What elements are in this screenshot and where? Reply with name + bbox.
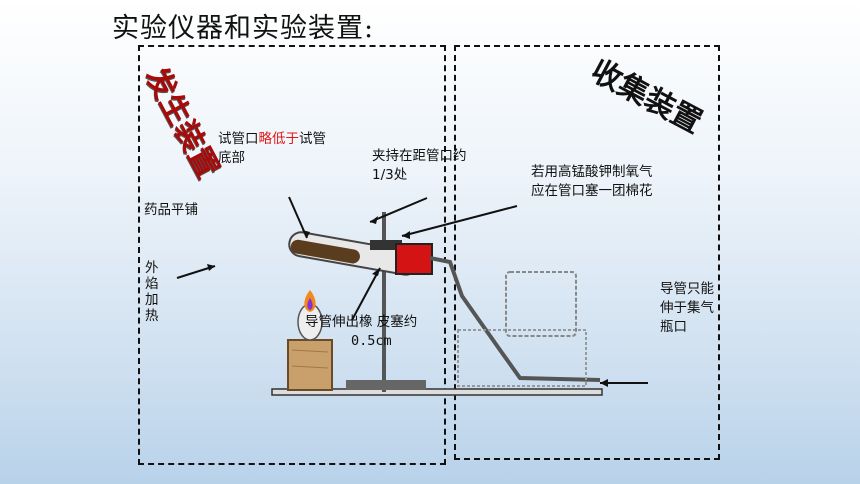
base-board: [271, 388, 603, 396]
note-spread-flat: 药品平铺: [144, 202, 198, 218]
note-tube-mouth-line2: 底部: [218, 150, 245, 166]
note-clamp-line2: 1/3处: [372, 167, 408, 183]
gas-collection-bottle: [505, 271, 577, 337]
water-trough: [457, 329, 587, 387]
note-kmno4-line1: 若用高锰酸钾制氧气: [531, 164, 653, 180]
note-kmno4-line2: 应在管口塞一团棉花: [531, 183, 653, 199]
arrow-tube-extend: [351, 267, 381, 321]
delivery-tube: [429, 256, 601, 382]
rubber-stopper: [395, 243, 433, 275]
generation-apparatus-box: [138, 45, 446, 465]
note-tube-mouth-highlight: 略低于: [258, 131, 300, 147]
page-title: 实验仪器和实验装置:: [112, 13, 375, 44]
note-tube-extend: 导管伸出橡 皮塞约 0.5cm: [305, 313, 417, 351]
note-tube-mouth: 试管口略低于试管 底部: [218, 130, 326, 168]
collection-apparatus-box: [454, 45, 720, 460]
iron-stand-rod: [382, 212, 386, 392]
note-clamp: 夹持在距管口约 1/3处: [372, 147, 467, 185]
note-tube-mouth-part1: 试管口: [218, 131, 259, 147]
note-tube-extend-line2: 0.5cm: [351, 333, 392, 349]
arrow-cotton: [401, 205, 518, 237]
note-tube-extend-line1: 导管伸出橡 皮塞约: [305, 314, 418, 330]
iron-stand-base: [346, 380, 426, 390]
note-outer-flame: 外焰加热: [145, 260, 159, 324]
note-collect-pipe: 导管只能伸于集气瓶口: [660, 281, 714, 335]
arrow-clamp: [369, 197, 428, 223]
note-tube-mouth-part2: 试管: [299, 131, 326, 147]
clamp: [370, 240, 402, 250]
note-kmno4: 若用高锰酸钾制氧气 应在管口塞一团棉花: [531, 163, 653, 201]
test-tube: [288, 231, 419, 276]
note-clamp-line1: 夹持在距管口约: [372, 148, 467, 164]
